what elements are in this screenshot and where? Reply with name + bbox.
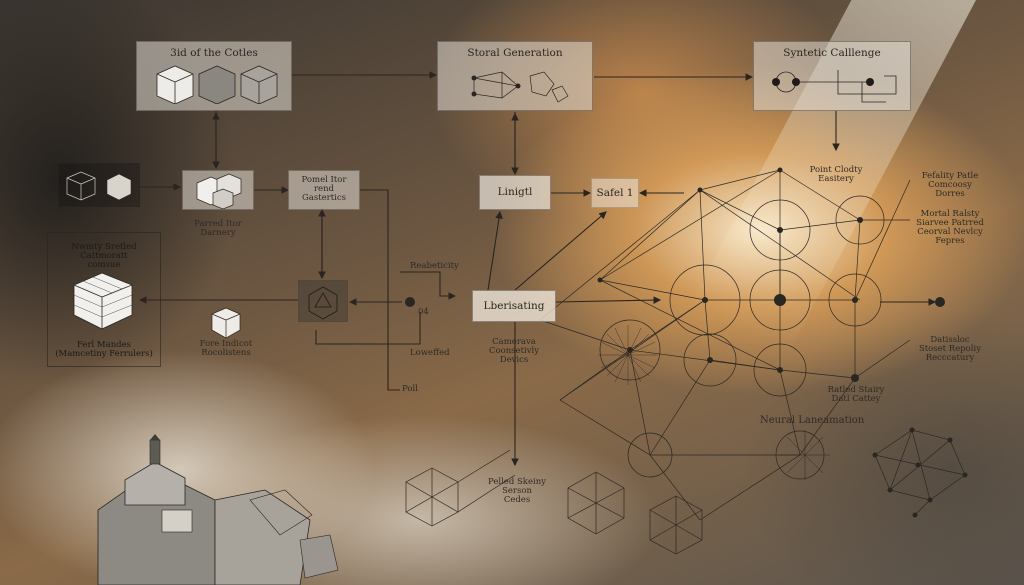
box-lberisating-title: Lberisating (483, 300, 545, 312)
edge-lber-net (555, 296, 662, 304)
cube-stack-icon (196, 173, 242, 210)
box-safel-title: Safel 1 (596, 187, 634, 199)
label-fore-indicot: Fore Indicot Rocolistens (199, 339, 253, 358)
building-icon (97, 434, 339, 585)
label-fefality-patle: Fefality Patle Comcoosy Dorres (921, 171, 979, 199)
box-safel[interactable]: Safel 1 (591, 178, 639, 208)
box-linigtl[interactable]: Linigtl (479, 175, 551, 210)
network-nodes (405, 167, 945, 382)
node-cluster-icon (471, 71, 569, 103)
label-parred-itor: Parred Itor Darnery (194, 219, 242, 238)
wireframe-cube-icon (66, 171, 132, 201)
edge-rea (400, 271, 457, 300)
circuit-icon (772, 70, 897, 103)
box-storal-generation-title: Storal Generation (467, 47, 563, 59)
neural-lanemation-burst (780, 430, 830, 480)
label-camerava: Camerava Coonsetivly Devics (488, 337, 540, 365)
box-synthetic-challenge[interactable]: Syntetic Calllenge (753, 41, 911, 111)
label-loweffed: Loweffed (410, 348, 450, 358)
sunburst-node (598, 325, 658, 385)
edge-lber-safel (514, 211, 607, 291)
box-parred-itor[interactable] (182, 170, 254, 210)
neural-network-icon (539, 169, 911, 521)
box-synthetic-challenge-title: Syntetic Calllenge (783, 47, 881, 59)
box-linigtl-title: Linigtl (497, 186, 533, 198)
icosahedron-icon (308, 286, 338, 320)
small-cube-icon (211, 307, 241, 339)
edge-lber-linigtl (487, 210, 503, 291)
label-ferl-mandes: Ferl Mandes (Mamcetiny Ferrulers) (55, 340, 153, 359)
geodesic-sphere-icon (405, 449, 703, 555)
box-set-of-cubes[interactable]: 3id of the Cotles (136, 41, 292, 111)
label-reabeticity: Reabeticity (410, 261, 459, 271)
label-pelled-skeiny: Pelled Skeiny Serson Cedes (488, 477, 546, 505)
label-datissloc: Datissloc Stoset Repoliy Recccatury (918, 335, 982, 363)
center-processing-node[interactable] (298, 280, 348, 322)
node-cluster-icon (874, 429, 966, 516)
label-mortal-ralsty: Mortal Ralsty Siarvee Patrred Ceorval Ne… (916, 209, 984, 246)
label-neural-lanemation: Neural Laneamation (760, 415, 865, 426)
box-storal-generation[interactable]: Storal Generation (437, 41, 593, 111)
edge-param-right (360, 189, 400, 391)
cube-trio-icon (156, 65, 278, 104)
label-ratled-stairy: Ratled Stairy Datl Cattey (827, 385, 885, 404)
label-left-panel: Nwmty Sretled Cattmoratt comsue (71, 242, 137, 270)
edge-low (315, 312, 421, 345)
label-poll: Poll (402, 384, 418, 394)
left-cube-panel[interactable]: Nwmty Sretled Cattmoratt comsue Ferl Man… (47, 232, 161, 367)
box-lberisating[interactable]: Lberisating (472, 290, 556, 322)
large-cube-icon (73, 272, 133, 330)
box-param-filter-title: Pomel Itor rend Gastertics (301, 175, 347, 203)
box-set-of-cubes-title: 3id of the Cotles (170, 47, 258, 59)
label-point-clodty: Point Clodty Easitery (809, 165, 863, 184)
input-cube-cluster[interactable] (58, 163, 140, 207)
value-04: 04 (418, 307, 429, 317)
box-param-filter[interactable]: Pomel Itor rend Gastertics (288, 170, 360, 210)
